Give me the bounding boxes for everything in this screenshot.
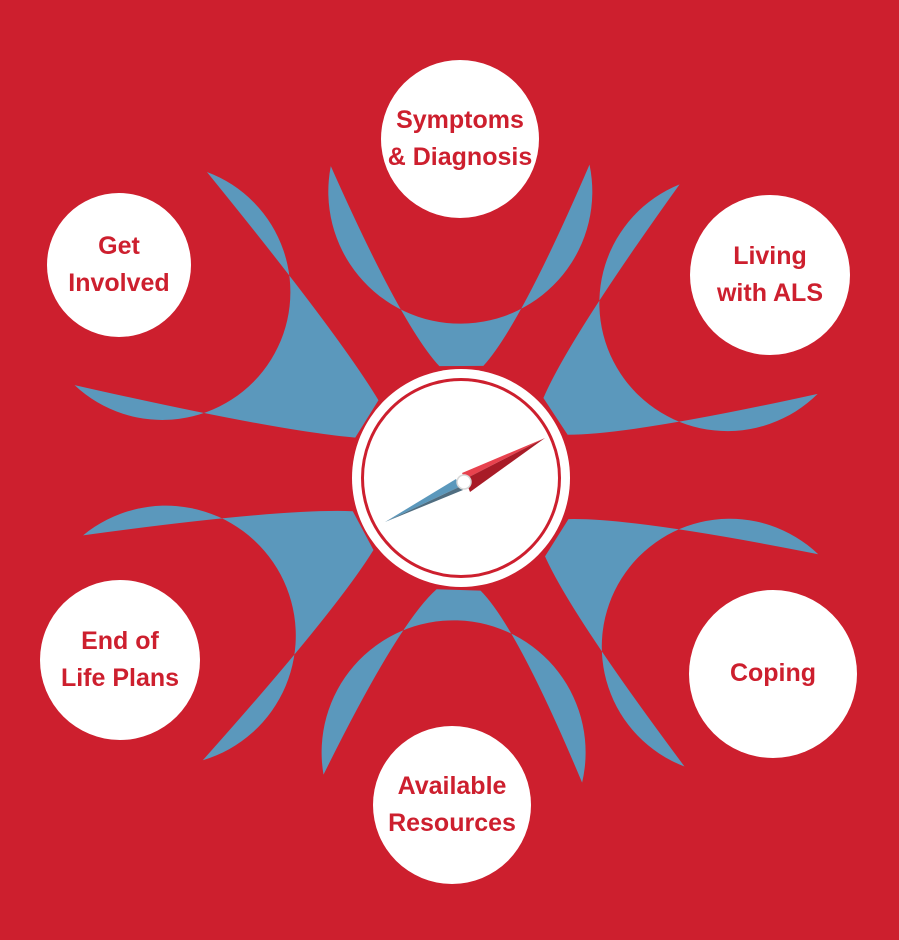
node-get-involved[interactable]: Get Involved bbox=[47, 193, 191, 337]
node-available-resources[interactable]: Available Resources bbox=[373, 726, 531, 884]
compass-icon bbox=[385, 438, 545, 522]
petal-symptoms bbox=[328, 164, 593, 367]
node-label: Available Resources bbox=[388, 771, 516, 838]
node-living-with-als[interactable]: Living with ALS bbox=[690, 195, 850, 355]
node-label: Get Involved bbox=[68, 231, 170, 298]
needle-south-shadow bbox=[385, 487, 463, 522]
petal-end-of-life bbox=[83, 505, 374, 761]
petal-coping bbox=[545, 518, 819, 767]
node-label: Symptoms & Diagnosis bbox=[387, 105, 533, 172]
node-symptoms-diagnosis[interactable]: Symptoms & Diagnosis bbox=[381, 60, 539, 218]
petal-involved bbox=[74, 171, 379, 438]
node-label: End of Life Plans bbox=[60, 626, 180, 693]
needle-north-shadow bbox=[465, 438, 545, 492]
petal-living bbox=[543, 184, 818, 435]
needle-south bbox=[385, 479, 459, 522]
node-label: Coping bbox=[729, 659, 817, 688]
needle-north bbox=[462, 438, 545, 479]
needle-pivot bbox=[456, 474, 472, 490]
node-end-of-life-plans[interactable]: End of Life Plans bbox=[40, 580, 200, 740]
node-label: Living with ALS bbox=[716, 241, 823, 308]
node-coping[interactable]: Coping bbox=[689, 590, 857, 758]
